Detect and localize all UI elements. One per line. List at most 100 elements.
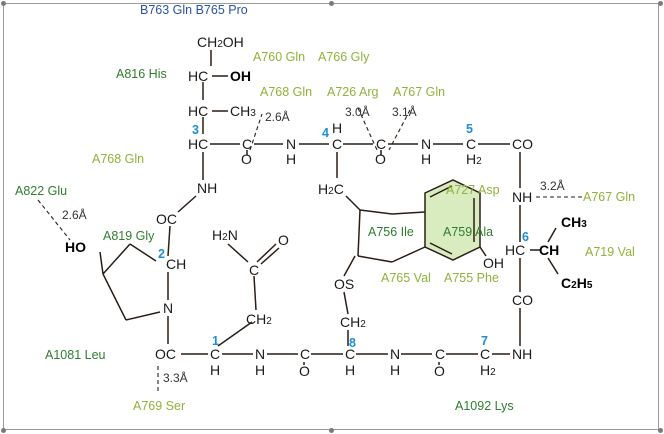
atom-label: OC: [155, 346, 176, 362]
atom-label: H: [210, 362, 221, 378]
atom-label: C: [435, 346, 446, 362]
atom-label: O: [299, 363, 310, 379]
position-number: 6: [522, 230, 529, 244]
distance-label: 3.1Å: [392, 105, 417, 119]
atom-label: H2: [466, 151, 482, 167]
atom-label: H2: [480, 362, 496, 378]
residue-a726-arg: A726 Arg: [327, 85, 379, 99]
distance-label: 3.0Å: [345, 105, 370, 119]
distance-label: 2.6Å: [265, 110, 290, 124]
atom-label: C: [345, 346, 356, 362]
bond: [260, 247, 280, 265]
atom-label: CH2OH: [197, 34, 244, 50]
corner-handle[interactable]: [1, 1, 6, 6]
residue-a768-gln: A768 Gln: [92, 152, 145, 166]
bond: [256, 243, 277, 263]
atom-label: OH: [230, 68, 251, 84]
residue-a1081-leu: A1081 Leu: [45, 348, 106, 362]
bond: [217, 321, 253, 347]
bond: [391, 246, 426, 263]
atom-label: NH: [512, 346, 533, 362]
aromatic-ring-fill: [425, 180, 480, 260]
bond: [227, 243, 249, 263]
residue-a768-gln: A768 Gln: [260, 85, 313, 99]
position-number: 2: [158, 247, 165, 261]
atom-label: CO: [512, 292, 533, 308]
residue-a769-ser: A769 Ser: [133, 399, 186, 413]
residue-a765-val: A765 Val: [381, 271, 431, 285]
atom-label: HC: [188, 136, 209, 152]
atom-label: O: [241, 151, 252, 167]
residue-a1092-lys: A1092 Lys: [455, 399, 514, 413]
residue-a759-ala: A759 Ala: [443, 225, 494, 239]
atom-label: HC: [188, 68, 209, 84]
atom-label: H: [332, 120, 343, 136]
atom-label: OS: [334, 276, 355, 292]
atom-label: H2N: [212, 227, 238, 243]
atom-label: C: [300, 346, 311, 362]
atom-label: C: [466, 136, 477, 152]
atom-label: H: [345, 362, 356, 378]
position-number: 1: [212, 334, 219, 348]
residue-a819-gly: A819 Gly: [103, 229, 155, 243]
bond: [359, 209, 393, 215]
bond: [429, 242, 453, 255]
hbond: [357, 107, 378, 151]
hbond: [249, 113, 263, 151]
atom-label: HC: [505, 242, 526, 258]
atom-label: H2C: [318, 181, 344, 197]
atom-label: N: [163, 300, 174, 316]
bond: [177, 195, 197, 213]
position-number: 8: [349, 336, 356, 350]
residue-a760-gln: A760 Gln: [253, 50, 306, 64]
residue-a767-gln: A767 Gln: [583, 190, 636, 204]
corner-handle[interactable]: [329, 1, 334, 6]
atom-label: HO: [65, 239, 86, 255]
bond: [547, 257, 559, 275]
hbond: [388, 109, 411, 151]
atom-label: CH2: [340, 314, 366, 330]
bond: [129, 243, 157, 262]
bond: [343, 255, 356, 277]
atom-label: O: [434, 363, 445, 379]
residue-a822-glu: A822 Glu: [15, 184, 68, 198]
atom-label: N: [421, 136, 432, 152]
atom-label: C: [249, 262, 260, 278]
residue-a756-ile: A756 Ile: [368, 225, 414, 239]
atom-label: CH3: [561, 214, 587, 230]
bond: [479, 246, 487, 257]
atom-label: N: [286, 136, 297, 152]
bond: [102, 273, 127, 321]
atom-label: HC: [188, 103, 209, 119]
atom-label: O: [278, 232, 289, 248]
atom-label: C: [210, 346, 221, 362]
atom-label: H: [390, 362, 401, 378]
residue-a766-gly: A766 Gly: [318, 50, 370, 64]
hbond: [37, 199, 71, 241]
residue-a755-phe: A755 Phe: [444, 271, 499, 285]
atom-label: H: [286, 151, 297, 167]
atom-label: C: [480, 346, 491, 362]
distance-label: 3.3Å: [163, 371, 188, 385]
atom-label: CO: [512, 136, 533, 152]
corner-handle[interactable]: [329, 428, 334, 433]
position-number: 3: [192, 123, 199, 137]
bond: [102, 243, 131, 275]
corner-handle[interactable]: [658, 428, 663, 433]
bond: [357, 255, 393, 263]
residue-a816-his: A816 His: [116, 67, 167, 81]
residue-a727-asp: A727 Asp: [446, 183, 500, 197]
corner-handle[interactable]: [1, 428, 6, 433]
atom-label: CH2: [246, 311, 272, 327]
bond: [357, 209, 361, 257]
atom-label: C2H5: [561, 275, 593, 291]
atom-label: C: [332, 136, 343, 152]
bond: [343, 291, 349, 315]
atom-label: N: [390, 346, 401, 362]
residue-a767-gln: A767 Gln: [393, 85, 446, 99]
bond: [99, 251, 104, 275]
position-number: 5: [466, 122, 473, 136]
bond: [167, 225, 171, 257]
corner-handle[interactable]: [658, 1, 663, 6]
